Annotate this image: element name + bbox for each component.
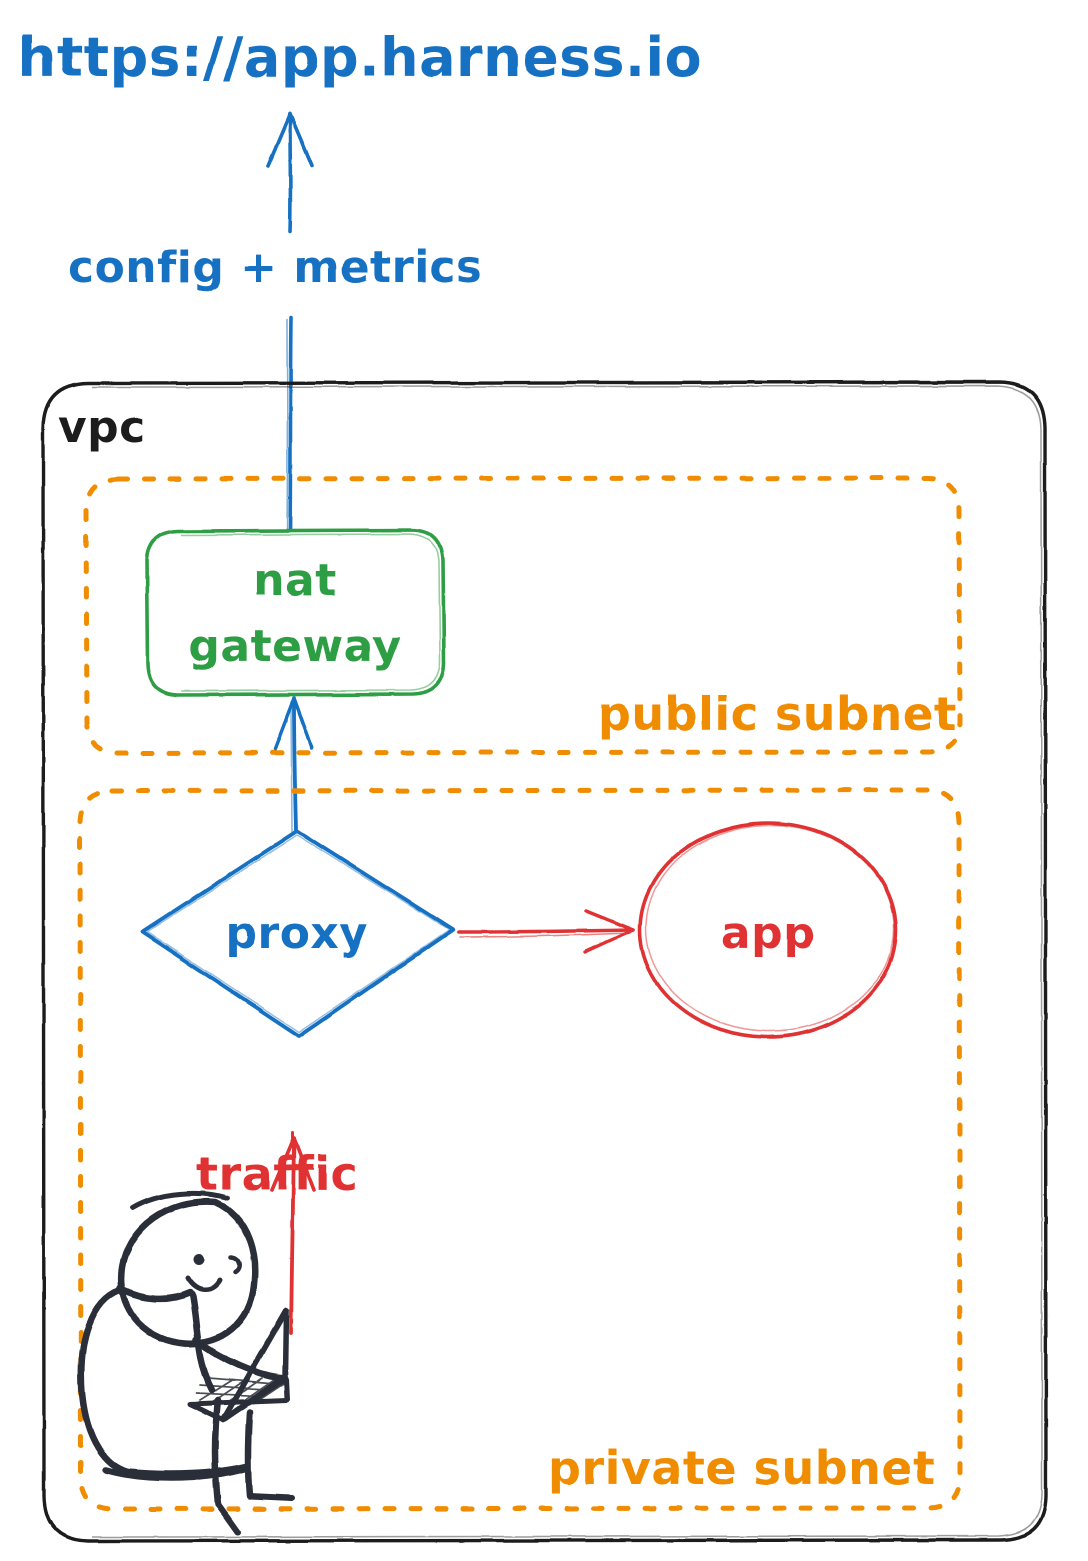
external-url-label: https://app.harness.io bbox=[18, 26, 702, 89]
vpc-label: vpc bbox=[58, 402, 146, 453]
private-subnet-label: private subnet bbox=[548, 1441, 936, 1495]
nat-gateway-label-line1: nat bbox=[253, 555, 337, 606]
node-proxy[interactable] bbox=[140, 829, 455, 1038]
edge-label-config-metrics: config + metrics bbox=[68, 242, 483, 293]
private-subnet-boundary bbox=[77, 787, 963, 1512]
vpc-boundary bbox=[41, 380, 1048, 1543]
edge-proxy-to-app bbox=[457, 909, 635, 954]
public-subnet-label: public subnet bbox=[598, 687, 957, 741]
edge-user-to-proxy bbox=[270, 1131, 316, 1335]
app-label: app bbox=[721, 908, 815, 959]
proxy-label: proxy bbox=[226, 908, 369, 959]
node-user-with-laptop bbox=[78, 1190, 295, 1535]
edge-label-traffic: traffic bbox=[196, 1147, 358, 1201]
edge-proxy-to-nat bbox=[273, 696, 314, 833]
public-subnet-boundary bbox=[83, 475, 963, 756]
nat-gateway-label-line2: gateway bbox=[188, 621, 401, 672]
node-app[interactable] bbox=[638, 821, 898, 1039]
edge-nat-to-internet bbox=[266, 112, 314, 535]
node-nat-gateway[interactable] bbox=[145, 528, 446, 697]
